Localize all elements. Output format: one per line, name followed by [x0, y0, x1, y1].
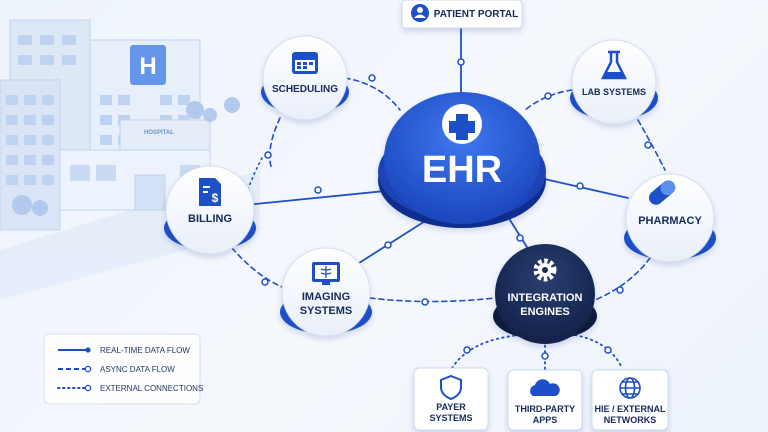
- hospital-illustration: HOSPITAL H: [0, 19, 260, 300]
- legend-item-async: ASYNC DATA FLOW: [58, 365, 175, 374]
- link-scheduling-billing: [269, 117, 281, 171]
- calendar-icon: [292, 52, 318, 74]
- link-imaging-integration: [369, 297, 496, 303]
- hospital-sign-text: HOSPITAL: [144, 130, 174, 136]
- legend-item-realtime: REAL-TIME DATA FLOW: [58, 346, 190, 355]
- pill-icon: [648, 180, 676, 205]
- ehr-hub-label: EHR: [422, 149, 502, 191]
- integration-engines-node[interactable]: INTEGRATION ENGINES: [493, 244, 597, 344]
- hie-label-line2: NETWORKS: [604, 415, 657, 425]
- third-party-label-line2: APPS: [533, 415, 558, 425]
- hospital-sign-letter: H: [139, 53, 156, 80]
- svg-text:$: $: [212, 191, 219, 205]
- connection-dots: [261, 58, 652, 360]
- payer-label-line1: PAYER: [436, 402, 466, 412]
- imaging-label-line1: IMAGING: [302, 291, 350, 303]
- hie-networks-node[interactable]: HIE / EXTERNAL NETWORKS: [591, 369, 669, 431]
- scheduling-label: SCHEDULING: [272, 84, 338, 95]
- link-lab-pharmacy: [637, 119, 666, 171]
- imaging-node[interactable]: IMAGING SYSTEMS: [280, 247, 372, 337]
- patient-portal-node[interactable]: PATIENT PORTAL: [401, 0, 523, 29]
- integration-label-line2: ENGINES: [520, 306, 570, 318]
- third-party-label-line1: THIRD-PARTY: [515, 404, 575, 414]
- link-pharmacy-integration: [594, 257, 651, 301]
- billing-node[interactable]: $ BILLING: [164, 165, 256, 255]
- gear-icon: [533, 258, 557, 282]
- legend-label-external: EXTERNAL CONNECTIONS: [100, 384, 203, 393]
- legend-label-async: ASYNC DATA FLOW: [100, 365, 175, 374]
- lab-systems-label: LAB SYSTEMS: [582, 87, 646, 97]
- legend-label-realtime: REAL-TIME DATA FLOW: [100, 346, 190, 355]
- lab-systems-node[interactable]: LAB SYSTEMS: [570, 39, 658, 125]
- legend-item-external: EXTERNAL CONNECTIONS: [57, 384, 203, 393]
- billing-label: BILLING: [188, 213, 232, 225]
- globe-icon: [619, 377, 641, 399]
- medical-cross-glyph: [449, 114, 475, 140]
- legend: REAL-TIME DATA FLOW ASYNC DATA FLOW EXTE…: [43, 333, 203, 405]
- payer-systems-node[interactable]: PAYER SYSTEMS: [413, 367, 489, 431]
- link-ehr-billing: [244, 189, 396, 206]
- third-party-apps-node[interactable]: THIRD-PARTY APPS: [507, 369, 583, 431]
- cloud-icon: [530, 379, 560, 396]
- imaging-label-line2: SYSTEMS: [300, 305, 353, 317]
- link-scheduling-ehr: [344, 77, 401, 111]
- invoice-dollar-icon: $: [199, 178, 221, 206]
- shield-icon: [440, 374, 462, 401]
- ehr-hub[interactable]: EHR: [378, 92, 546, 228]
- payer-label-line2: SYSTEMS: [429, 413, 472, 423]
- link-ehr-pharmacy: [539, 177, 629, 199]
- integration-label-line1: INTEGRATION: [508, 292, 583, 304]
- xray-monitor-icon: [312, 262, 340, 285]
- patient-portal-label: PATIENT PORTAL: [434, 9, 518, 20]
- pharmacy-label: PHARMACY: [638, 215, 702, 227]
- link-billing-imaging: [231, 247, 291, 291]
- hie-label-line1: HIE / EXTERNAL: [594, 404, 666, 414]
- scheduling-node[interactable]: SCHEDULING: [261, 35, 349, 121]
- hospital-h-sign: [130, 45, 166, 85]
- pharmacy-node[interactable]: PHARMACY: [624, 173, 716, 263]
- link-integration-payer: [451, 334, 521, 369]
- link-integration-hie: [574, 334, 623, 369]
